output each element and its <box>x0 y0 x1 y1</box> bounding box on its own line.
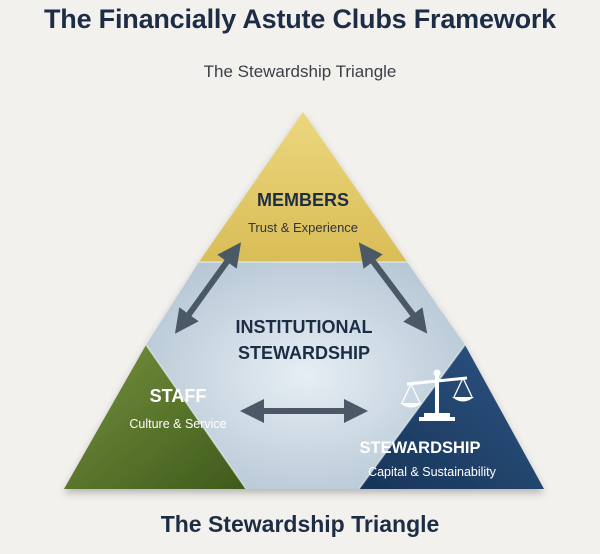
footer-caption: The Stewardship Triangle <box>160 511 440 537</box>
page-title: The Financially Astute Clubs Framework <box>43 4 557 34</box>
members-title: MEMBERS <box>257 190 349 210</box>
stewardship-title: STEWARDSHIP <box>359 439 480 457</box>
members-subtitle: Trust & Experience <box>248 220 358 235</box>
stewardship-subtitle: Capital & Sustainability <box>368 465 497 479</box>
arrow-members-staff <box>174 242 242 334</box>
center-line2: STEWARDSHIP <box>238 343 370 363</box>
center-line1: INSTITUTIONAL <box>236 317 373 337</box>
staff-section <box>64 345 246 489</box>
staff-title: STAFF <box>150 386 207 406</box>
arrow-members-stewardship <box>358 242 428 334</box>
members-section <box>199 112 407 262</box>
staff-subtitle: Culture & Service <box>129 417 226 431</box>
scales-icon <box>400 369 474 421</box>
page-subtitle: The Stewardship Triangle <box>203 62 397 81</box>
